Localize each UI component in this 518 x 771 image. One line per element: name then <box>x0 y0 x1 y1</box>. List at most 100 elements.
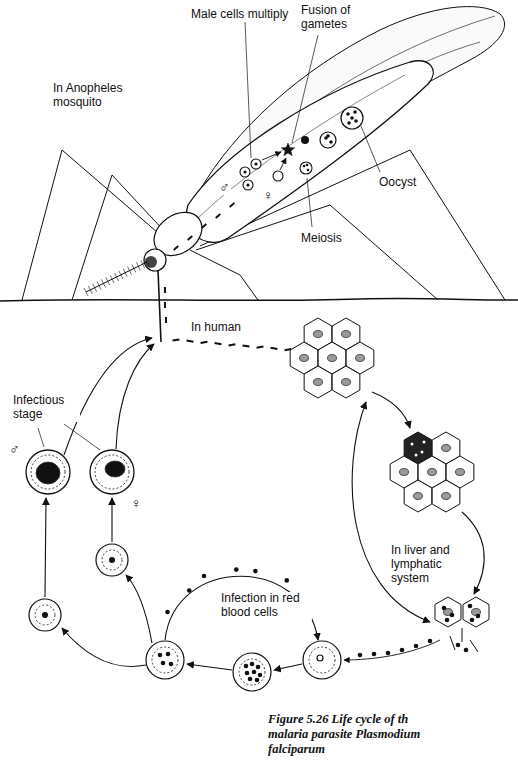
oocyst <box>341 107 363 129</box>
antenna-hair <box>88 286 92 294</box>
antenna-hair <box>132 264 136 272</box>
antenna-hair <box>145 258 149 266</box>
sex-symbol: ♂ <box>8 441 21 457</box>
stage-arrow <box>45 498 46 597</box>
antenna-hair <box>141 260 145 268</box>
stage-label: In Anopheles mosquito <box>52 82 134 110</box>
mosquito-proboscis <box>158 270 161 342</box>
sporozoite <box>188 236 193 240</box>
male-gametocyte-cell <box>26 450 70 494</box>
schizont-dot <box>421 451 424 454</box>
gametocyte-cell-inner <box>102 550 122 570</box>
red-blood-cell-inner <box>152 647 178 673</box>
blood-cycle-arrow <box>165 576 318 640</box>
schizont-dot <box>250 662 255 667</box>
antenna-hair <box>93 284 97 292</box>
merozoite <box>372 652 377 657</box>
cell-nucleus <box>342 379 351 386</box>
skin-surface-line <box>0 298 518 301</box>
stage-label: Infection in red blood cells <box>220 592 312 620</box>
sporozoite <box>165 317 167 323</box>
male-cell <box>240 167 250 177</box>
cell-nucleus <box>314 331 323 338</box>
sporozoite <box>229 344 236 345</box>
red-blood-cell <box>146 641 184 679</box>
antenna-hair <box>128 267 132 275</box>
schizont-dot <box>256 665 261 670</box>
merozoite <box>234 567 239 572</box>
merozoite <box>161 661 166 666</box>
oocyst <box>320 132 336 148</box>
oocyst-content <box>326 134 330 138</box>
merozoite <box>165 610 170 615</box>
schizont-dot <box>411 443 414 446</box>
sporozoite <box>230 203 235 207</box>
merozoite <box>253 569 258 574</box>
merozoite <box>386 651 391 656</box>
merozoite-path <box>344 640 440 660</box>
ruptured-cell-wall <box>450 628 478 652</box>
gametocyte-cell <box>29 599 61 631</box>
mosquito-leg <box>190 250 258 300</box>
sporozoite <box>243 345 250 346</box>
sporozoite <box>202 224 207 228</box>
gamete-arrow <box>262 152 281 160</box>
label-slot: Male cells multiply <box>190 4 289 22</box>
label-slot: Fusion of gametes <box>300 4 364 32</box>
merozoite <box>400 648 405 653</box>
stage-label: Male cells multiply <box>190 8 289 22</box>
leader-line <box>307 178 312 227</box>
meiosis-dot <box>307 169 310 172</box>
merozoite <box>442 606 447 611</box>
merozoite <box>358 653 363 658</box>
gametocyte <box>42 612 48 618</box>
leader-line <box>64 424 100 450</box>
male-cell <box>243 180 253 190</box>
male-gametocyte <box>36 462 60 484</box>
male-cell-nucleus <box>254 162 257 165</box>
oocyst-content <box>350 116 354 120</box>
gametocyte-cell-inner <box>35 605 55 625</box>
label-slot: ♀ <box>262 186 275 204</box>
red-blood-cell <box>233 653 271 691</box>
antenna-hair <box>115 273 119 281</box>
liver-cell <box>404 480 432 512</box>
ring-stage <box>317 655 323 661</box>
leader-line <box>292 35 318 143</box>
stage-arrow <box>187 664 232 670</box>
stage-label: Infectious stage <box>12 394 80 422</box>
liver-cell <box>435 597 461 627</box>
stage-arrow <box>62 628 146 666</box>
antenna-hair <box>123 269 127 277</box>
stage-arrow <box>126 575 152 643</box>
mosquito-head <box>144 249 166 271</box>
sex-symbol: ♂ <box>218 179 231 195</box>
gametocyte-cell <box>96 544 128 576</box>
stage-label: Fusion of gametes <box>300 4 364 32</box>
red-blood-cell-inner <box>309 647 335 673</box>
sporozoite <box>187 341 194 342</box>
label-slot: Infection in red blood cells <box>220 592 312 620</box>
female-cell <box>273 171 283 181</box>
merozoite <box>169 662 174 667</box>
female-gametocyte-cell <box>90 450 134 494</box>
uptake-arrow <box>116 344 154 449</box>
female-gametocyte <box>105 461 125 477</box>
antenna-hair <box>110 275 114 283</box>
merozoite <box>468 604 473 609</box>
human-stages <box>26 318 489 691</box>
sporozoite <box>215 343 222 344</box>
liver-cell <box>304 366 332 398</box>
leader-line <box>245 21 251 158</box>
stage-label: Oocyst <box>378 176 417 190</box>
leader-line <box>38 428 44 447</box>
recurrence-arrow <box>352 402 430 622</box>
sporozoite <box>201 342 208 343</box>
figure-caption: Figure 5.26 Life cycle of th malaria par… <box>268 712 448 757</box>
merozoite <box>445 618 450 623</box>
antenna-hair <box>84 288 88 296</box>
oocyst-content <box>346 112 350 116</box>
merozoite <box>284 578 289 583</box>
mosquito-figure <box>0 7 518 342</box>
